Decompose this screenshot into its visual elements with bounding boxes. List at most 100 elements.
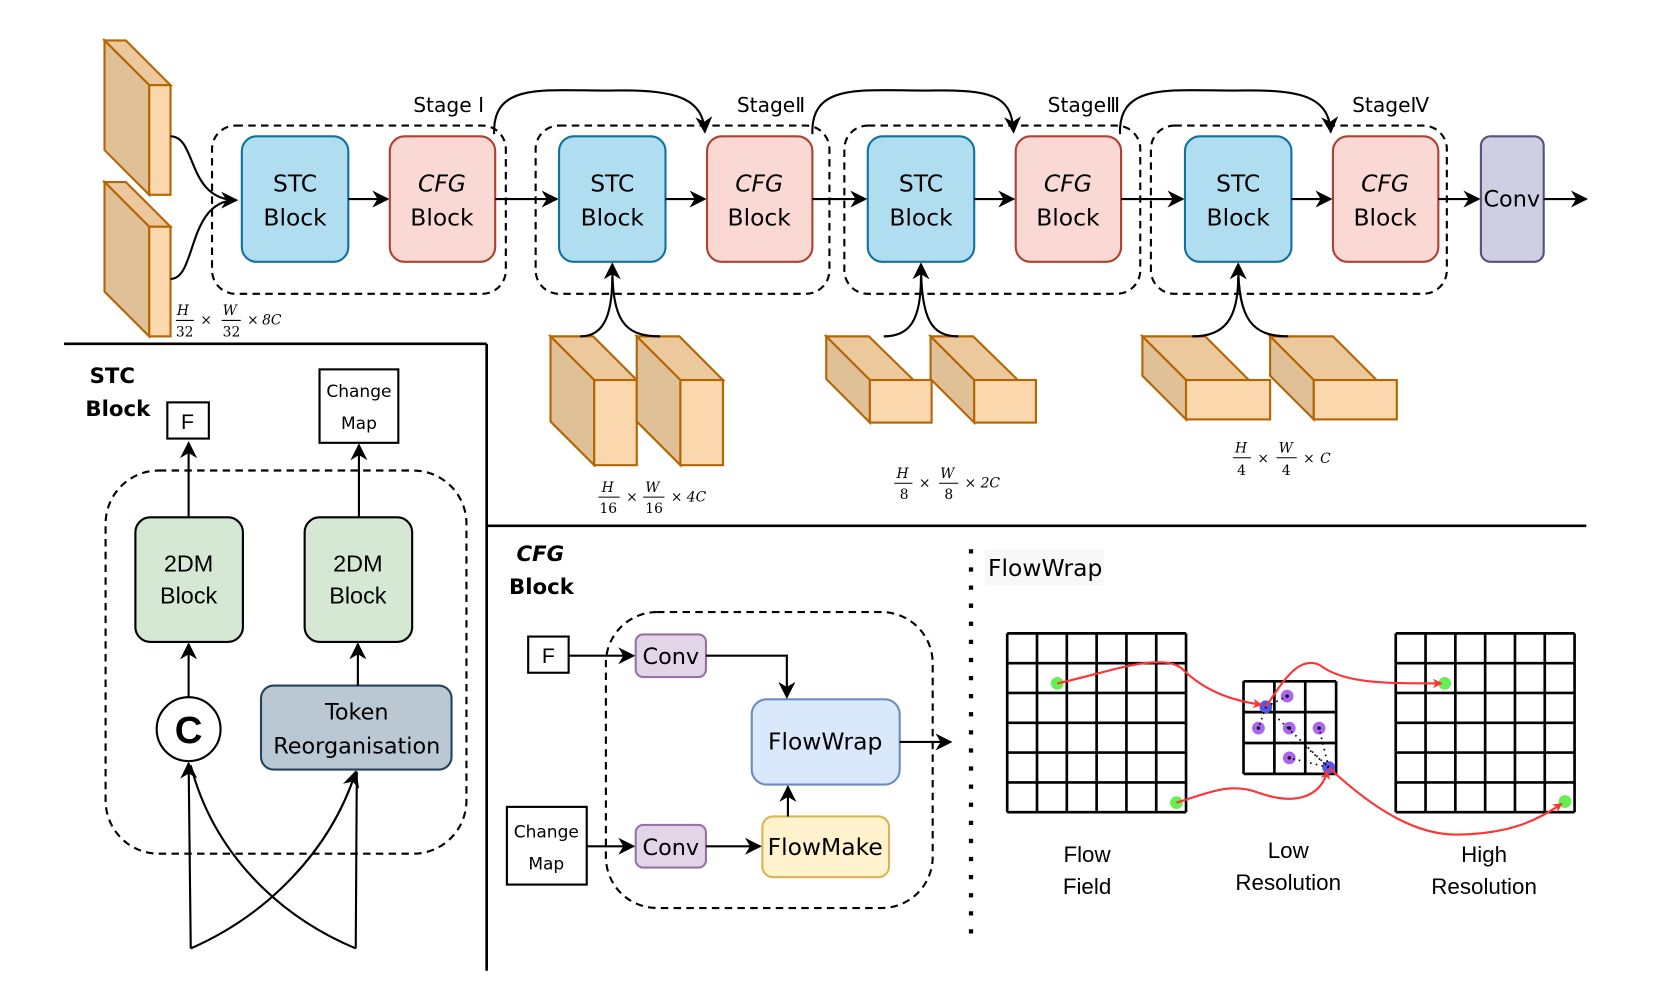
stage-1-stc-block[interactable]: STC Block xyxy=(240,135,350,263)
conv-block-bottom[interactable]: Conv xyxy=(634,823,708,869)
svg-text:4: 4 xyxy=(1282,463,1291,479)
change-map-input-box: Change Map xyxy=(505,805,588,886)
svg-text:Map: Map xyxy=(341,414,377,434)
svg-text:×: × xyxy=(247,313,259,329)
dim-label-8c: H 32 × W 32 × 8C xyxy=(176,303,282,340)
stc-label: STC xyxy=(1216,170,1260,198)
dim-label-4c: H 16 × W 16 × 4C xyxy=(598,480,707,517)
concat-node: C xyxy=(155,696,222,763)
svg-text:Map: Map xyxy=(528,855,564,875)
svg-text:H: H xyxy=(895,466,909,482)
stc-label: Block xyxy=(1207,204,1271,232)
svg-text:Change: Change xyxy=(514,823,579,843)
svg-text:F: F xyxy=(542,644,555,668)
panel-title: FlowWrap xyxy=(988,554,1102,582)
hr-point xyxy=(1558,795,1572,808)
stage-3-stc-block[interactable]: STC Block xyxy=(866,135,976,263)
2dm-block-right[interactable]: 2DM Block xyxy=(303,516,414,643)
svg-text:FlowMake: FlowMake xyxy=(768,833,883,861)
cfg-label: Block xyxy=(1353,204,1417,232)
f-output-box: F xyxy=(166,401,210,440)
svg-text:×: × xyxy=(1257,451,1269,467)
svg-text:Block: Block xyxy=(329,583,387,609)
caption: Resolution xyxy=(1235,870,1341,895)
panel-title: Block xyxy=(509,575,575,600)
feature-slab-8c-bottom xyxy=(101,179,174,339)
svg-text:F: F xyxy=(181,410,194,434)
dim-label-c: H 4 × W 4 × C xyxy=(1232,440,1331,479)
stage-1-cfg-block[interactable]: CFG Block xyxy=(388,135,497,263)
flow-point xyxy=(1050,677,1064,690)
svg-text:32: 32 xyxy=(176,324,194,340)
svg-text:×: × xyxy=(1303,451,1315,467)
high-resolution-grid xyxy=(1394,632,1576,814)
svg-text:Block: Block xyxy=(160,583,218,609)
caption: Resolution xyxy=(1431,874,1537,899)
caption: Field xyxy=(1063,874,1111,899)
feature-slab-4c-right xyxy=(634,333,726,468)
feature-slab-2c-right xyxy=(927,333,1038,426)
svg-text:4C: 4C xyxy=(686,489,707,505)
stage-3-cfg-block[interactable]: CFG Block xyxy=(1014,135,1123,263)
svg-text:W: W xyxy=(645,480,661,496)
2dm-block-left[interactable]: 2DM Block xyxy=(134,516,244,643)
warp-arrow xyxy=(1264,662,1443,708)
stc-label: Block xyxy=(889,204,953,232)
stage-4-group xyxy=(1149,124,1448,295)
stage-2-group xyxy=(534,124,831,295)
stage-4-cfg-block[interactable]: CFG Block xyxy=(1331,135,1440,263)
flow-arrow xyxy=(1057,661,1263,709)
cfg-inner-group xyxy=(604,611,934,910)
stage-2-stc-block[interactable]: STC Block xyxy=(557,135,667,263)
svg-text:32: 32 xyxy=(223,324,241,340)
svg-text:Conv: Conv xyxy=(642,644,699,670)
stc-panel: STC Block F Change Map 2DM Block 2DM Blo… xyxy=(85,364,468,950)
feature-slab-4c-left xyxy=(547,333,640,468)
svg-text:8C: 8C xyxy=(262,313,282,329)
flowwrap-panel: FlowWrap Flow xyxy=(984,549,1576,899)
pipeline: Stage Ⅰ StageⅡ StageⅢ StageⅣ STC Block C… xyxy=(101,37,1588,517)
caption: Flow xyxy=(1063,842,1111,867)
flowwrap-block[interactable]: FlowWrap xyxy=(750,698,901,786)
conv-block-top[interactable]: Conv xyxy=(634,633,708,679)
svg-text:FlowWrap: FlowWrap xyxy=(768,727,882,755)
svg-text:W: W xyxy=(1279,440,1295,456)
stage-2-cfg-block[interactable]: CFG Block xyxy=(705,135,814,263)
stage-3-label: StageⅢ xyxy=(1048,93,1120,117)
svg-text:H: H xyxy=(176,303,190,319)
flowmake-block[interactable]: FlowMake xyxy=(761,815,891,879)
stage-2-label: StageⅡ xyxy=(737,93,805,117)
svg-text:×: × xyxy=(919,476,931,492)
stc-label: Block xyxy=(263,204,327,232)
svg-text:2DM: 2DM xyxy=(333,551,382,577)
svg-text:×: × xyxy=(626,489,638,505)
svg-text:Reorganisation: Reorganisation xyxy=(273,734,440,760)
cfg-label: CFG xyxy=(735,170,783,198)
svg-text:H: H xyxy=(601,480,615,496)
caption: Low xyxy=(1268,838,1310,863)
change-map-output-box: Change Map xyxy=(318,368,400,444)
svg-text:Token: Token xyxy=(324,700,389,726)
cfg-label: Block xyxy=(410,204,474,232)
svg-text:Conv: Conv xyxy=(642,835,699,861)
cfg-label: CFG xyxy=(1044,170,1092,198)
conv-label: Conv xyxy=(1483,187,1540,213)
panel-title: Block xyxy=(85,397,151,422)
svg-text:16: 16 xyxy=(645,501,663,517)
stc-label: STC xyxy=(590,170,634,198)
svg-text:C: C xyxy=(175,709,203,752)
feature-slab-c-left xyxy=(1139,333,1272,422)
stc-label: STC xyxy=(899,170,943,198)
cfg-label: Block xyxy=(1036,204,1100,232)
stage-1-label: Stage Ⅰ xyxy=(413,93,484,117)
stage-3-group xyxy=(843,124,1142,295)
stage-4-label: StageⅣ xyxy=(1352,93,1429,117)
svg-text:16: 16 xyxy=(600,501,618,517)
token-reorganisation-block[interactable]: Token Reorganisation xyxy=(259,684,453,771)
panel-title: CFG xyxy=(516,542,564,567)
stage-4-stc-block[interactable]: STC Block xyxy=(1183,135,1293,263)
feature-slab-c-right xyxy=(1267,333,1398,422)
output-conv-block[interactable]: Conv xyxy=(1479,135,1545,263)
svg-text:×: × xyxy=(200,313,212,329)
